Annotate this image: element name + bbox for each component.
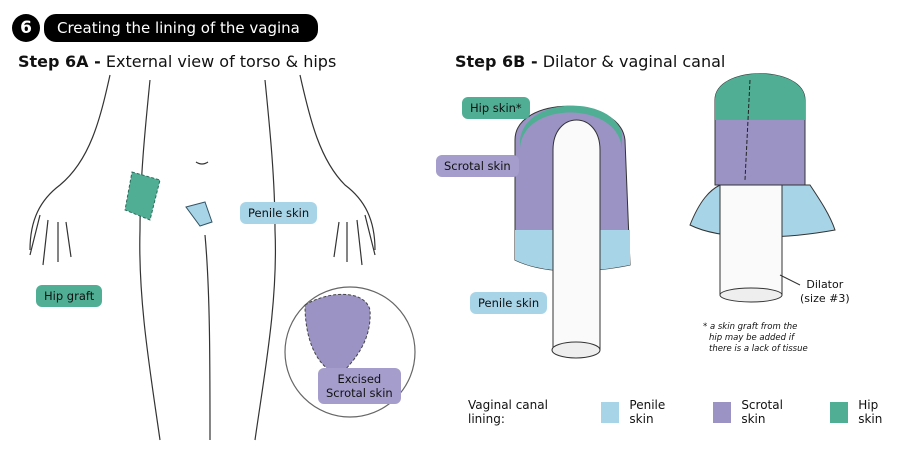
label-dilator: Dilator(size #3) [800,278,850,306]
label-hip-skin: Hip skin* [462,97,530,119]
label-penile-skin-6a: Penile skin [240,202,318,224]
legend-swatch-hip [829,401,849,423]
torso-illustration [29,74,376,441]
step-6a-title: External view of torso & hips [105,52,337,71]
footnote-line: hip may be added if [709,333,795,343]
penile-skin-shape [185,201,213,227]
label-excised: Excised [337,372,382,386]
label-hip-graft: Hip graft [36,285,103,307]
step-6b-heading: Step 6B - Dilator & vaginal canal [455,52,725,71]
dilator-size: (size #3) [800,292,850,305]
legend-title: Vaginal canal lining: [468,398,548,426]
legend-swatch-scrotal [713,401,732,423]
step-number-badge: 6 [12,14,40,42]
step-6a-heading: Step 6A - External view of torso & hips [18,52,336,71]
canal-left-illustration [514,105,631,359]
label-scrotal-skin-6b: Scrotal skin [436,155,519,177]
footnote-line: * a skin graft from the [703,322,798,332]
step-6a-prefix: Step 6A - [18,52,101,71]
legend: Vaginal canal lining: Penile skin Scrota… [468,398,900,426]
legend-label-scrotal: Scrotal skin [741,398,783,426]
step-6b-title: Dilator & vaginal canal [542,52,726,71]
canal-right-illustration [689,73,836,303]
legend-label-penile: Penile skin [629,398,666,426]
step-6b-prefix: Step 6B - [455,52,538,71]
section-title: Creating the lining of the vagina [44,14,318,42]
label-penile-skin-6b: Penile skin [470,292,548,314]
legend-label-hip: Hip skin [858,398,883,426]
label-scrotal-skin-6a: Scrotal skin [326,386,393,400]
footnote-line: there is a lack of tissue [709,344,808,354]
hip-graft-shape [124,171,161,221]
footnote: * a skin graft from the hip may be added… [703,322,808,355]
dilator-text: Dilator [806,278,844,291]
excised-scrotal-skin-shape [304,293,371,376]
legend-swatch-penile [601,401,620,423]
